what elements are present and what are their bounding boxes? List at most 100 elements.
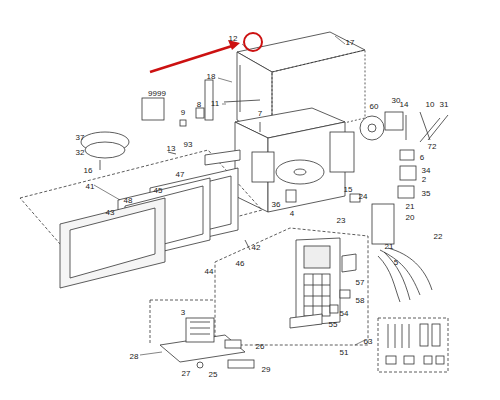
bracket (350, 194, 360, 202)
callout-number: 72 (427, 142, 438, 151)
winding (190, 334, 210, 335)
callout-number: 9999 (147, 89, 167, 98)
callout-number: 32 (75, 148, 86, 157)
callout-number: 30 (391, 96, 402, 105)
wire-harness (378, 248, 432, 302)
fan (360, 116, 384, 140)
transformer (186, 318, 214, 342)
callout-number: 17 (345, 38, 356, 47)
callout-number: 20 (405, 213, 416, 222)
callout-number: 43 (105, 208, 116, 217)
screw (180, 120, 186, 126)
callout-number: 6 (419, 153, 425, 162)
callout-number: 21 (384, 242, 395, 251)
highlight-circle (244, 33, 262, 51)
door-panel (60, 198, 165, 288)
case-edge (240, 65, 241, 112)
keypad (304, 274, 330, 316)
callout-number: 45 (153, 186, 164, 195)
spring (330, 305, 338, 313)
callout-number: 36 (271, 200, 282, 209)
callout-number: 8 (196, 100, 202, 109)
callout-number: 60 (369, 102, 380, 111)
callout-number: 18 (206, 72, 217, 81)
rod (406, 115, 407, 140)
callout-number: 16 (83, 166, 94, 175)
callout-number: 11 (210, 99, 220, 108)
screw (260, 122, 261, 132)
callout-number: 48 (123, 196, 134, 205)
screw (100, 160, 101, 170)
callout-number: 13 (166, 144, 177, 153)
callout-number: 27 (181, 369, 192, 378)
callout-number: 51 (339, 348, 350, 357)
light-base (85, 142, 125, 158)
board (342, 254, 356, 272)
bar (224, 100, 260, 102)
callout-number: 93 (183, 140, 194, 149)
turntable (276, 160, 324, 184)
callout-number: 3 (180, 308, 186, 317)
callout-number: 26 (255, 342, 266, 351)
rod (428, 115, 448, 140)
highlight-arrow (150, 46, 232, 72)
callout-number: 55 (328, 320, 339, 329)
callout-number: 35 (421, 189, 432, 198)
panel-group (215, 228, 368, 345)
turntable-hub (294, 169, 306, 175)
callout-number: 9 (180, 108, 186, 117)
callout-number: 28 (129, 352, 140, 361)
callout-number: 31 (439, 100, 450, 109)
callout-number: 15 (343, 185, 354, 194)
hinge (245, 240, 250, 250)
control-panel (296, 238, 340, 326)
clip (196, 108, 204, 118)
callout-number: 22 (433, 232, 444, 241)
callout-number: 42 (251, 243, 262, 252)
control-module (330, 132, 354, 172)
display-window (304, 246, 330, 268)
callout-number: 54 (339, 309, 350, 318)
callout-number: 23 (336, 216, 347, 225)
fan-hub (368, 124, 376, 132)
callout-number: 44 (204, 267, 215, 276)
capacitor (225, 340, 241, 348)
switch (400, 150, 414, 160)
door-window (70, 208, 155, 278)
callout-number: 2 (421, 175, 427, 184)
callout-number: 37 (75, 133, 86, 142)
winding (190, 328, 210, 329)
switch (400, 166, 416, 180)
latch-board (372, 204, 394, 244)
manual (142, 98, 164, 120)
callout-number: 25 (208, 370, 219, 379)
callout-number: 24 (358, 192, 369, 201)
motor (385, 112, 403, 130)
callout-number: 29 (261, 365, 272, 374)
callout-number: 41 (85, 182, 96, 191)
callout-number: 47 (175, 170, 186, 179)
callout-number: 7 (257, 109, 263, 118)
release-bar (290, 314, 322, 328)
callout-number: 5 (393, 258, 399, 267)
callout-number: 34 (421, 166, 432, 175)
stirrer (286, 190, 296, 202)
hardware-group (378, 318, 448, 372)
cavity-opening (252, 152, 274, 182)
leader-lines (94, 36, 365, 355)
screw (197, 362, 203, 368)
clip (340, 290, 350, 298)
callout-number: 21 (405, 202, 416, 211)
callout-number: 4 (289, 209, 295, 218)
winding (190, 322, 210, 323)
screws (386, 324, 444, 364)
callout-number: 10 (425, 100, 436, 109)
leader-dashed (150, 300, 215, 345)
callout-number: 63 (363, 337, 374, 346)
callout-number: 58 (355, 296, 366, 305)
callout-number: 57 (355, 278, 366, 287)
diode (228, 360, 254, 368)
rod (420, 118, 440, 142)
